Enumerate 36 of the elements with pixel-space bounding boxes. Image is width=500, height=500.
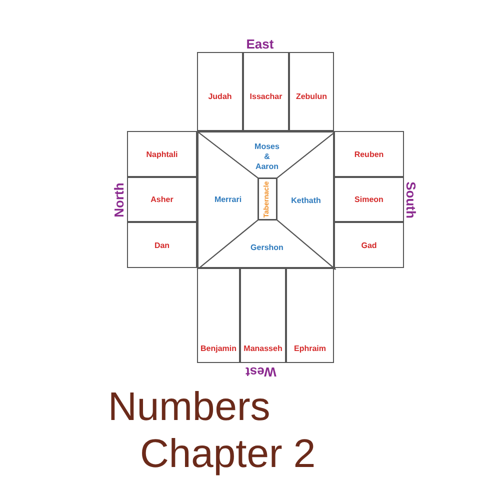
tribe-box [243,52,289,131]
tribe-box [334,131,404,177]
section-name: Moses & Aaron [254,142,280,172]
tribe-name: Issachar [250,92,282,101]
section-name: Gershon [250,243,284,253]
section-name: Kethath [290,196,322,206]
tribe-name: Zebulun [296,92,328,101]
tribe-name: Naphtali [146,150,178,158]
tribe-box [286,268,334,363]
tribe-box [334,177,404,222]
tent-section [198,132,335,178]
tribe-box [197,268,240,363]
tribe-name: Dan [154,240,170,250]
direction-label: North [112,182,126,218]
title: Numbers Chapter 2 [108,384,317,478]
tribe-name: Gad [361,240,377,250]
tribe-name: Benjamin [200,344,236,353]
direction-label: West [246,364,276,380]
tabernacle-box [258,178,277,220]
tribe-name: Ephraim [294,344,326,353]
tribe-box [197,52,243,131]
direction-label: East [246,36,274,52]
tribe-name: Asher [150,195,174,204]
tribe-box [240,268,286,363]
camp-square [197,131,334,268]
tribe-box [127,177,197,222]
section-name: Merrari [213,195,243,205]
direction-label: South [404,182,418,218]
tribe-box [127,131,197,177]
tribe-name: Reuben [354,150,384,158]
tribe-box [334,222,404,268]
tribe-box [127,222,197,268]
tribe-box [289,52,334,131]
tribe-name: Judah [208,92,232,101]
tribe-name: Manasseh [244,344,282,353]
tribe-name: Simeon [354,195,384,204]
